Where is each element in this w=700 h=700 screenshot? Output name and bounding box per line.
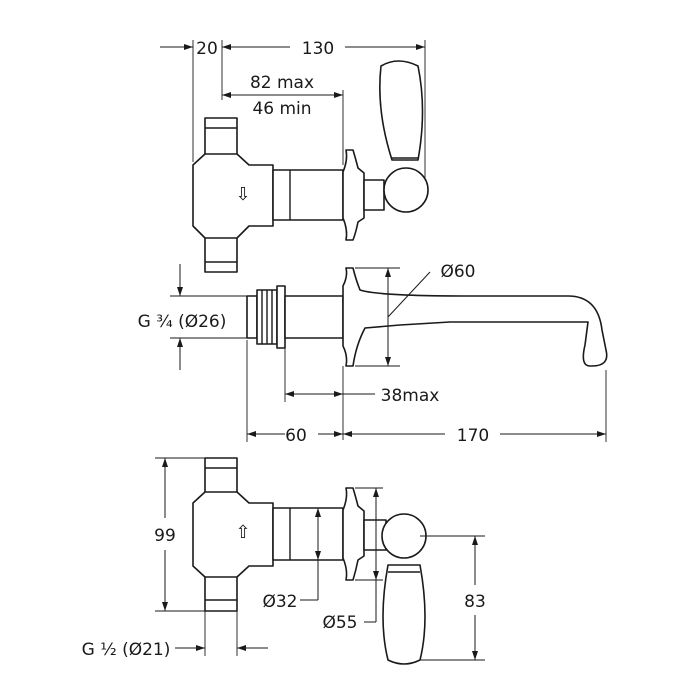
bottom-rosette	[342, 487, 365, 581]
middle-view: G ¾ (Ø26) Ø60 38max 60 170	[138, 262, 608, 446]
dim-shaft-diameter: Ø32	[262, 592, 297, 612]
dim-spout-length-170: 170	[457, 426, 489, 446]
dim-body-height-99: 99	[154, 526, 176, 546]
dim-82-max: 82 max	[250, 73, 314, 93]
dim-rosette-diameter: Ø55	[322, 613, 357, 633]
dim-38-max: 38max	[381, 386, 440, 406]
dim-handle-height-83: 83	[464, 592, 486, 612]
top-lower-connector	[204, 235, 238, 273]
bottom-upper-connector	[204, 457, 238, 495]
dim-inlet-thread: G ¾ (Ø26)	[138, 312, 227, 332]
dim-spout-diameter: Ø60	[440, 262, 475, 282]
spout-sleeve	[284, 295, 344, 339]
top-view: ⇩ 20 130 82 max 46 min	[160, 39, 429, 273]
dim-outlet-thread: G ½ (Ø21)	[82, 640, 171, 660]
dim-depth-20: 20	[196, 39, 218, 59]
top-lever-hub	[383, 167, 429, 213]
bottom-lower-connector	[204, 574, 238, 612]
flow-arrow-up-icon: ⇧	[235, 522, 250, 543]
spout-body	[342, 267, 608, 367]
top-lever-handle	[379, 60, 424, 161]
flow-arrow-down-icon: ⇩	[235, 184, 250, 205]
spout-washer	[276, 285, 286, 349]
dim-body-depth-60: 60	[285, 426, 307, 446]
dim-46-min: 46 min	[252, 99, 311, 119]
bottom-valve-body	[192, 491, 274, 578]
top-valve-body	[192, 153, 274, 239]
spout-nut-outer	[246, 295, 258, 339]
top-shaft	[272, 169, 344, 221]
bottom-shaft	[272, 507, 344, 561]
bottom-handle	[382, 564, 426, 665]
top-stem	[363, 179, 385, 211]
bottom-handle-hub	[381, 513, 427, 559]
bottom-view: ⇧ 99 Ø32 Ø55 83	[82, 457, 486, 665]
dim-length-130: 130	[302, 39, 334, 59]
top-upper-connector	[204, 117, 238, 157]
top-rosette	[342, 149, 365, 241]
